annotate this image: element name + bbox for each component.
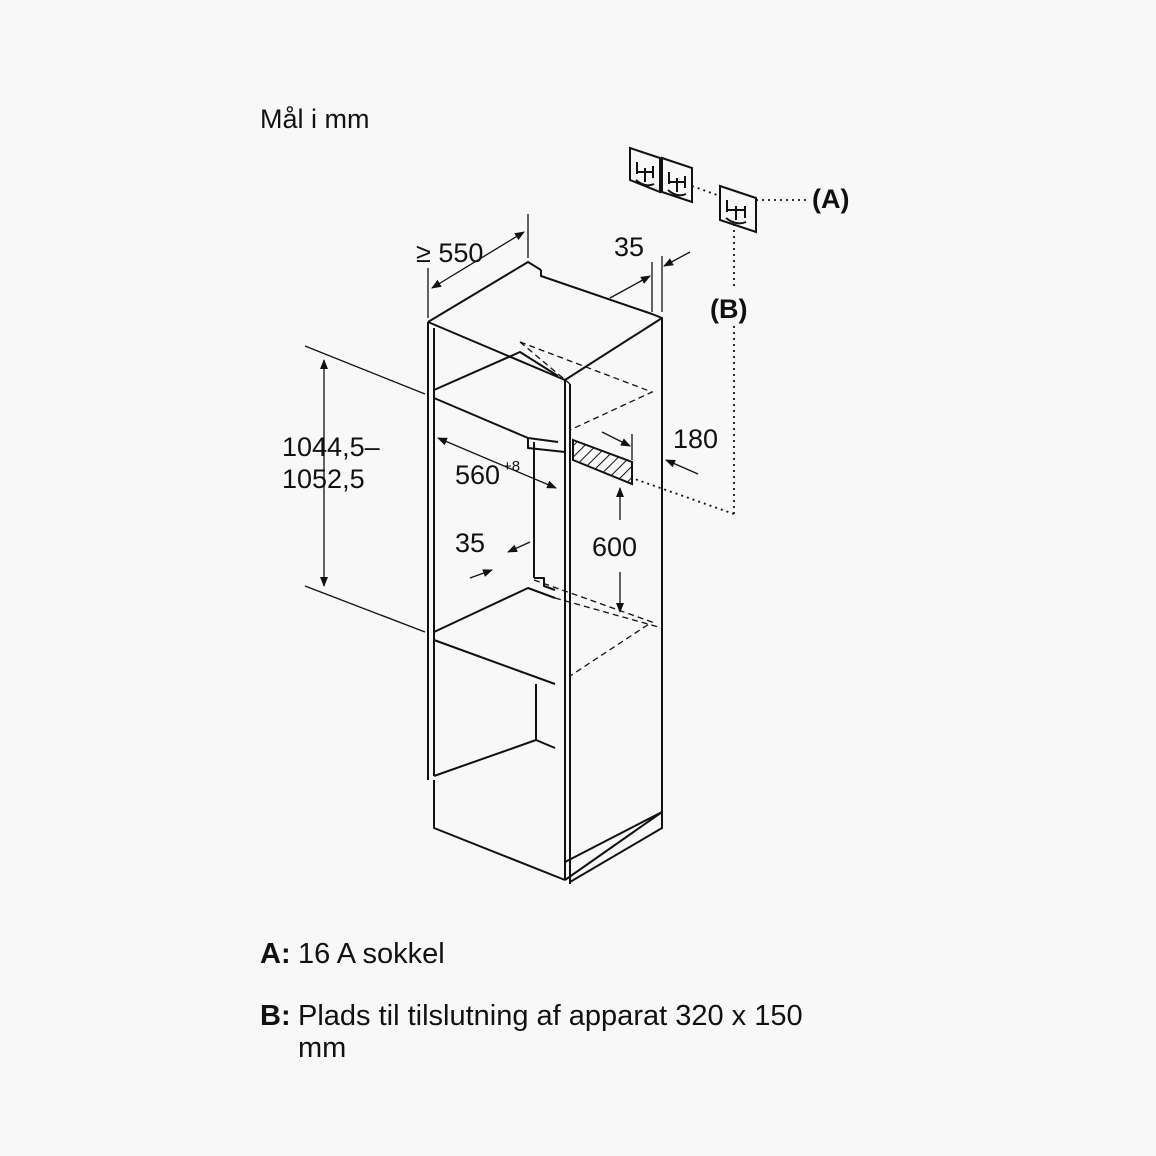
connection-lines: [631, 185, 808, 515]
legend-b-text: Plads til tilslutning af apparat 320 x 1…: [298, 1000, 803, 1064]
hidden-edges: [519, 341, 663, 677]
legend-b-key: B:: [260, 1000, 291, 1032]
width-label: 560: [455, 460, 500, 490]
rear-gap-label: 35: [614, 232, 644, 262]
height-label-line1: 1044,5–: [282, 432, 380, 462]
height-label-line2: 1052,5: [282, 464, 365, 494]
socket-area: [572, 438, 633, 486]
dimension-lines: [304, 214, 699, 633]
single-socket-icon: [719, 184, 757, 234]
legend-a-key: A:: [260, 938, 291, 970]
callout-a: (A): [812, 184, 849, 214]
socket-offset-label: 180: [673, 424, 718, 454]
callout-b: (B): [710, 294, 747, 324]
legend-a: A:16 A sokkel: [260, 938, 818, 970]
double-socket-icon: [629, 146, 693, 204]
title-label: Mål i mm: [260, 104, 370, 134]
depth-label: ≥ 550: [416, 238, 483, 268]
legend-b: B:Plads til tilslutning af apparat 320 x…: [260, 1000, 818, 1064]
socket-height-label: 600: [592, 532, 637, 562]
side-gap-label: 35: [455, 528, 485, 558]
tall-cabinet: [427, 261, 663, 884]
width-tolerance-label: +8: [503, 458, 520, 475]
legend-a-text: 16 A sokkel: [298, 938, 445, 970]
